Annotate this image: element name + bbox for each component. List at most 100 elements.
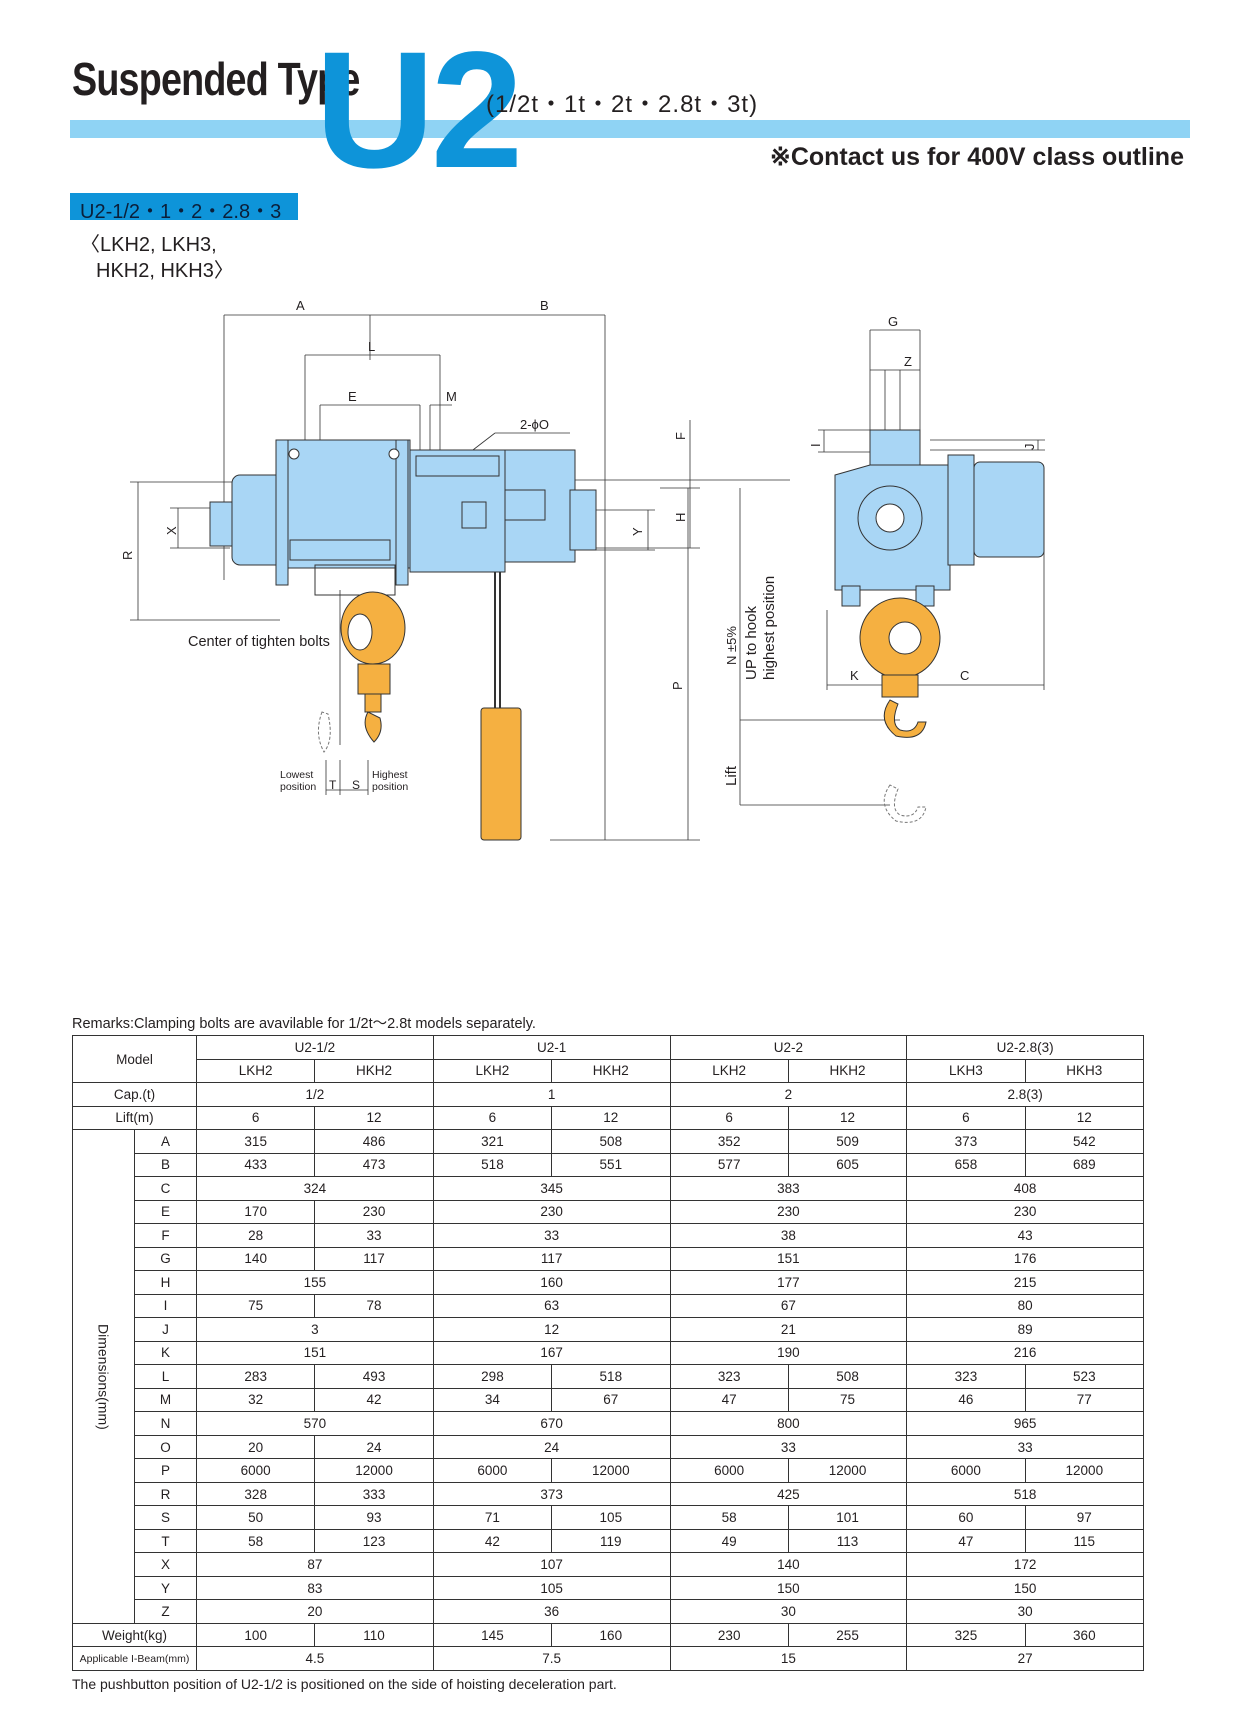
label-dim-p: P (670, 681, 685, 690)
label-lowest-2: position (280, 781, 316, 793)
dim-value: 518 (551, 1364, 671, 1389)
dim-value: 60 (906, 1505, 1026, 1530)
dim-value: 6000 (432, 1458, 553, 1483)
weight-label: Weight(kg) (72, 1622, 197, 1648)
dim-value: 151 (196, 1340, 434, 1366)
dim-key: E (134, 1199, 197, 1225)
dim-value: 32 (195, 1387, 316, 1413)
dim-value: 33 (314, 1223, 434, 1248)
dim-value: 473 (314, 1152, 434, 1178)
label-dim-t: T (329, 778, 337, 792)
dim-value: 77 (1024, 1387, 1145, 1413)
dim-key: M (134, 1387, 197, 1413)
dim-value: 42 (432, 1528, 553, 1554)
weight-value: 145 (432, 1622, 553, 1648)
weight-value: 160 (551, 1622, 671, 1648)
label-dim-j: J (1022, 444, 1037, 451)
table-row: E 170 230 230 230 230 (73, 1199, 1144, 1225)
dim-value: 509 (787, 1129, 908, 1154)
model-band-label: U2-1/2・1・2・2.8・3 (80, 201, 282, 223)
dim-value: 323 (669, 1364, 789, 1389)
table-row: C 324 345 383 408 (73, 1176, 1144, 1201)
lift-value: 6 (195, 1105, 316, 1131)
dim-key: L (134, 1364, 197, 1389)
dim-value: 20 (195, 1434, 316, 1460)
dim-value: 47 (669, 1387, 789, 1413)
dim-value: 323 (906, 1364, 1026, 1389)
table-row: M 32 42 34 67 47 75 46 77 (73, 1387, 1145, 1413)
group-header: U2-2 (669, 1035, 908, 1060)
table-row: R 328 333 373 425 518 (73, 1481, 1144, 1507)
dim-value: 71 (432, 1505, 553, 1530)
ibeam-value: 7.5 (432, 1646, 671, 1671)
dim-key: K (134, 1340, 197, 1366)
label-dim-h: H (673, 513, 688, 522)
label-holes-o: 2-ϕO (520, 417, 549, 432)
ibeam-value: 15 (669, 1646, 908, 1671)
cap-value: 2.8(3) (906, 1082, 1144, 1107)
dim-value: 155 (196, 1270, 434, 1295)
label-center-bolts: Center of tighten bolts (188, 634, 330, 650)
dim-value: 58 (195, 1528, 316, 1554)
submodel: HKH2 (314, 1058, 434, 1084)
dim-value: 800 (669, 1411, 908, 1436)
label-dim-x: X (164, 526, 179, 535)
model-band (70, 193, 298, 220)
label-dim-n: N ±5% (724, 626, 739, 665)
dim-value: 12000 (1024, 1458, 1145, 1483)
dim-value: 49 (669, 1528, 789, 1554)
dim-value: 965 (906, 1411, 1144, 1436)
dim-value: 24 (314, 1434, 434, 1460)
dim-value: 508 (787, 1364, 908, 1389)
dim-key: P (134, 1458, 197, 1483)
dim-value: 75 (787, 1387, 908, 1413)
table-row: L 283 493 298 518 323 508 323 523 (73, 1364, 1145, 1389)
weight-value: 325 (906, 1622, 1026, 1648)
dim-key: T (134, 1528, 197, 1554)
dim-value: 689 (1024, 1152, 1145, 1178)
label-highest-1: Highest (372, 769, 408, 781)
dim-value: 150 (906, 1575, 1144, 1601)
label-dim-k: K (850, 668, 859, 683)
remarks-text: Remarks:Clamping bolts are avavilable fo… (72, 1016, 536, 1032)
ibeam-value: 27 (906, 1646, 1144, 1671)
table-row-groups: Model U2-1/2 U2-1 U2-2 U2-2.8(3) (72, 1034, 1144, 1084)
dim-value: 298 (432, 1364, 553, 1389)
dim-key: C (134, 1176, 197, 1201)
lift-value: 6 (906, 1105, 1026, 1131)
variant-list-line1: 〈LKH2, LKH3, (80, 234, 217, 256)
label-dim-a: A (296, 298, 305, 313)
dim-value: 12000 (787, 1458, 908, 1483)
table-row: X 87 107 140 172 (73, 1552, 1144, 1577)
lift-label: Lift(m) (72, 1105, 197, 1131)
dim-value: 46 (906, 1387, 1026, 1413)
dim-value: 230 (314, 1199, 434, 1225)
dim-value: 167 (432, 1340, 671, 1366)
dim-value: 486 (314, 1129, 434, 1154)
label-highest-2: position (372, 781, 408, 793)
lift-value: 12 (551, 1105, 671, 1131)
group-header: U2-1/2 (196, 1035, 434, 1060)
dim-value: 113 (787, 1528, 908, 1554)
weight-value: 230 (669, 1622, 789, 1648)
submodel: HKH3 (1024, 1058, 1145, 1084)
dim-value: 523 (1024, 1364, 1145, 1389)
dim-value: 215 (906, 1270, 1144, 1295)
table-row: Y 83 105 150 150 (73, 1575, 1144, 1601)
dim-value: 33 (906, 1434, 1144, 1460)
table-row: P 6000 12000 6000 12000 6000 12000 6000 … (73, 1458, 1145, 1483)
table-row-ibeam: Applicable I-Beam(mm) 4.5 7.5 15 27 (72, 1646, 1144, 1671)
dim-value: 107 (432, 1552, 671, 1577)
dim-value: 101 (787, 1505, 908, 1530)
footnote-text: The pushbutton position of U2-1/2 is pos… (72, 1676, 617, 1692)
dim-value: 20 (196, 1599, 434, 1624)
table-row: G 140 117 117 151 176 (73, 1246, 1144, 1272)
contact-note: ※Contact us for 400V class outline (769, 143, 1184, 171)
cap-value: 2 (669, 1082, 908, 1107)
dim-value: 658 (906, 1152, 1026, 1178)
label-dim-b: B (540, 298, 549, 313)
dim-key: F (134, 1223, 197, 1248)
lift-value: 6 (669, 1105, 789, 1131)
dim-value: 105 (551, 1505, 671, 1530)
dim-value: 117 (314, 1246, 434, 1272)
